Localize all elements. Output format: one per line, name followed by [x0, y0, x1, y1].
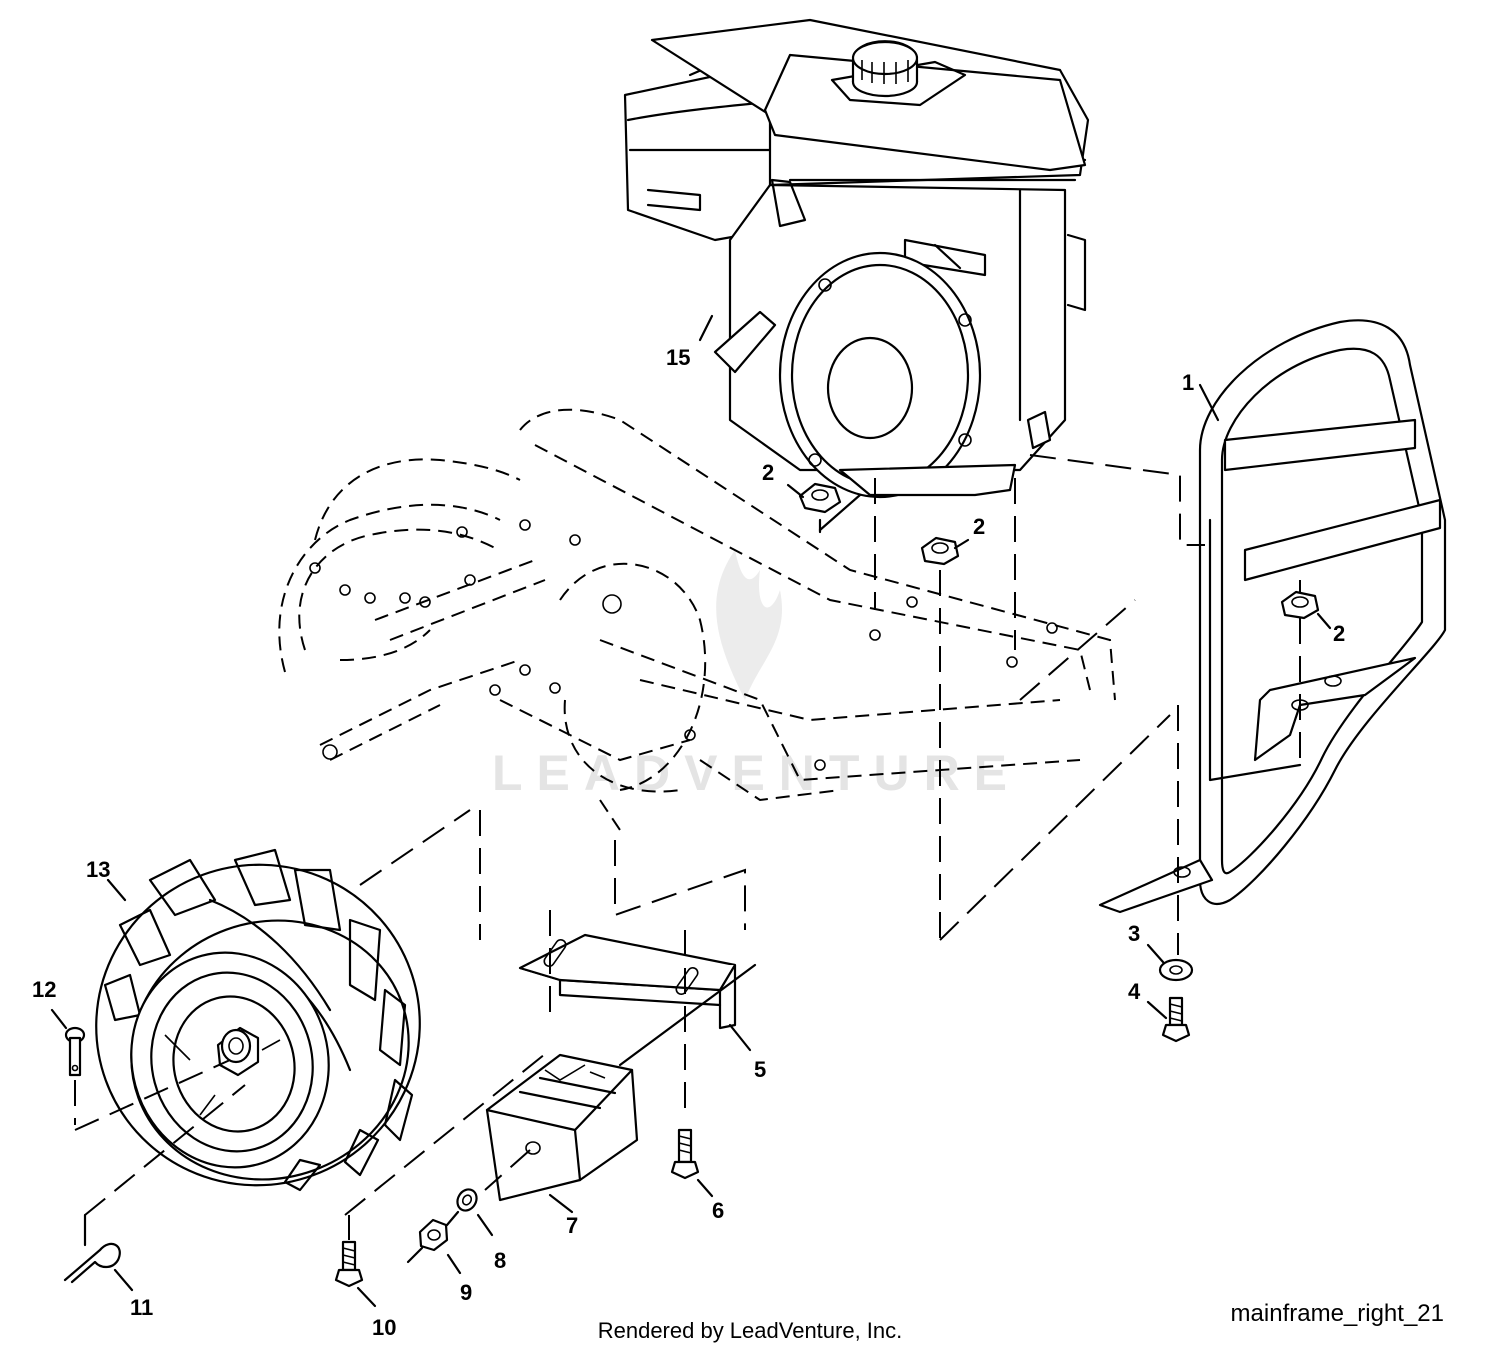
- hex-bolt-6: [670, 1128, 700, 1180]
- bumper-guard: [1098, 319, 1447, 914]
- hex-nut-c: [1280, 590, 1320, 620]
- callout-2c: 2: [1333, 621, 1345, 646]
- callout-4-leader: [1146, 1000, 1168, 1020]
- callout-15: 15: [666, 345, 690, 370]
- callout-5: 5: [754, 1057, 766, 1082]
- callout-8: 8: [494, 1248, 506, 1273]
- frame-diagonal-leader: [939, 714, 1171, 941]
- callout-13: 13: [86, 857, 110, 882]
- leadventure-watermark: LEADVENTURE: [492, 550, 1021, 801]
- callout-13-leader: [106, 878, 127, 902]
- callout-12-leader: [50, 1008, 68, 1030]
- callout-15-leader: [698, 314, 714, 342]
- wheel-pin-leader: [74, 1059, 231, 1131]
- mounting-bracket: [518, 933, 737, 1030]
- weight-frame-line: [618, 963, 757, 1067]
- callout-11-leader: [113, 1268, 134, 1292]
- callout-4: 4: [1128, 979, 1141, 1004]
- callout-10: 10: [372, 1315, 396, 1340]
- lock-washer-8: [456, 1188, 478, 1212]
- hex-nut-a: [798, 482, 842, 514]
- watermark-text: LEADVENTURE: [492, 745, 1021, 801]
- callout-3-leader: [1146, 943, 1165, 964]
- callout-2a-leader: [786, 483, 805, 499]
- weight-bolt10-leader: [344, 1049, 551, 1216]
- wheel-clip-leader: [84, 1084, 246, 1216]
- callout-2c-leader: [1316, 612, 1332, 630]
- callout-9: 9: [460, 1280, 472, 1305]
- engine-guard-leader: [1029, 454, 1205, 546]
- hex-nut-9: [418, 1218, 449, 1252]
- callout-1: 1: [1182, 370, 1194, 395]
- callout-5-leader: [728, 1023, 752, 1052]
- callout-11: 11: [130, 1295, 153, 1320]
- callout-7-leader: [548, 1193, 574, 1214]
- callout-12: 12: [32, 977, 56, 1002]
- washer-3: [1158, 958, 1194, 982]
- callout-2a: 2: [762, 460, 774, 485]
- clevis-pin: [64, 1026, 86, 1077]
- callout-7: 7: [566, 1213, 578, 1238]
- callout-3: 3: [1128, 921, 1140, 946]
- callout-9-leader: [446, 1253, 462, 1275]
- nut-a-line: [818, 493, 862, 532]
- footer-credit: Rendered by LeadVenture, Inc.: [597, 1318, 903, 1343]
- callout-2b: 2: [973, 514, 985, 539]
- callout-6: 6: [712, 1198, 724, 1223]
- frame-diagonal-leader-2: [1019, 599, 1136, 701]
- hex-bolt-4: [1161, 996, 1191, 1043]
- weight-bolt-leader: [484, 1149, 531, 1191]
- callout-10-leader: [356, 1286, 377, 1308]
- bracket-frame-leader: [614, 840, 746, 930]
- washer-8-line: [445, 1210, 460, 1227]
- callout-1-leader: [1198, 383, 1220, 422]
- tire-wheel: [95, 848, 421, 1192]
- diagram-id: mainframe_right_21: [1230, 1300, 1444, 1327]
- callout-8-leader: [476, 1213, 494, 1237]
- callout-6-leader: [696, 1178, 714, 1198]
- hairpin-clip: [63, 1213, 121, 1284]
- hex-nut-b: [920, 536, 960, 566]
- hex-bolt-10: [334, 1240, 364, 1288]
- nut-9-line: [406, 1246, 424, 1264]
- weight-block: [485, 1053, 639, 1202]
- callout-2b-leader: [953, 538, 970, 550]
- wheel-axle-leader: [359, 809, 471, 886]
- engine: [623, 18, 1090, 499]
